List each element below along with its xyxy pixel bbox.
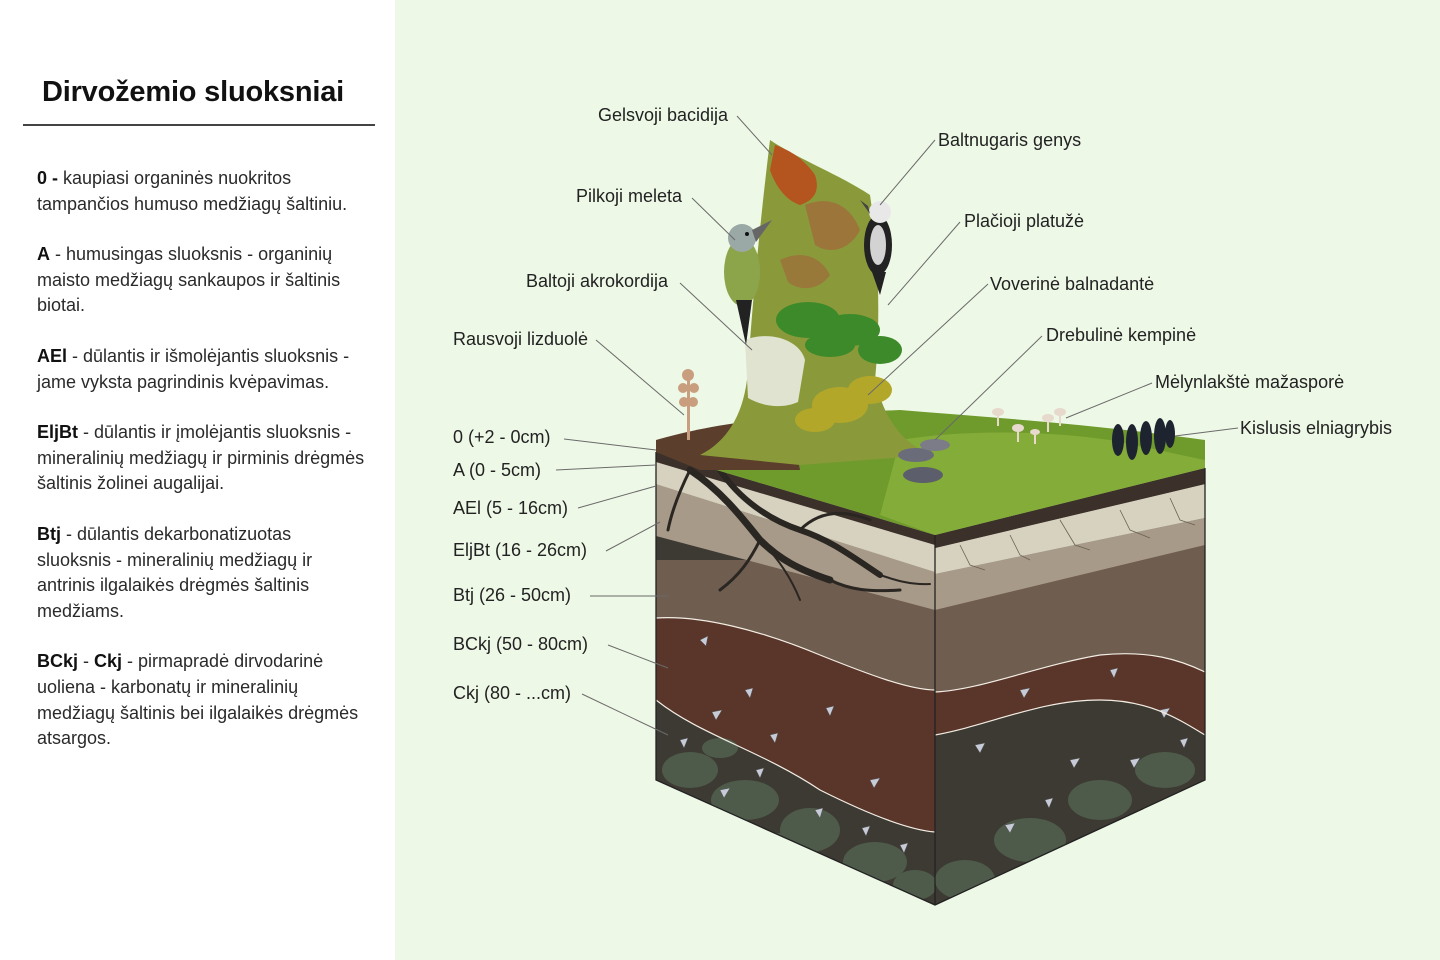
leader-baltnugaris-genys <box>879 139 936 206</box>
leader-layer-ael <box>577 485 657 509</box>
text-panel: Dirvožemio sluoksniai 0 - kaupiasi organ… <box>0 0 395 960</box>
leader-kislusis-elniagrybis <box>1174 427 1239 437</box>
leader-layer-o <box>563 438 657 451</box>
layer-description-btj: Btj - dūlantis dekarbonatizuotas sluoksn… <box>37 522 367 624</box>
label-voverine-balnadante: Voverinė balnadantė <box>990 274 1154 294</box>
layer-description-o: 0 - kaupiasi organinės nuokritos tampanč… <box>37 166 367 217</box>
layer-description-eljbt: EljBt - dūlantis ir įmolėjantis sluoksni… <box>37 420 367 497</box>
leader-voverine-balnadante <box>867 283 989 396</box>
leader-layer-a <box>555 464 657 471</box>
label-melynlakste-mazaspore: Mėlynlakštė mažasporė <box>1155 372 1344 392</box>
soil-cube-right-face <box>935 468 1205 905</box>
label-rausvoji-lizduole: Rausvoji lizduolė <box>453 329 588 349</box>
white-lichen <box>745 336 805 407</box>
pebbles-left <box>679 635 909 854</box>
leader-pilkoji-meleta <box>691 197 736 241</box>
horizon-boundaries-right <box>935 653 1205 736</box>
label-layer-ael: AEl (5 - 16cm) <box>453 498 568 518</box>
label-drebuline-kempine: Drebulinė kempinė <box>1046 325 1196 345</box>
btj-layer-right-lower <box>935 545 1205 692</box>
fine-roots-right <box>959 497 1196 571</box>
leader-lines <box>555 115 1239 736</box>
layer-description-text: - pirmapradė dirvodarinė uoliena - karbo… <box>37 651 359 749</box>
layer-code: EljBt <box>37 422 79 443</box>
leader-layer-ckj <box>581 693 669 736</box>
species-labels: Gelsvoji bacidija Baltnugaris genys Pilk… <box>453 105 1392 438</box>
leader-drebuline-kempine <box>934 335 1043 441</box>
title-divider <box>23 124 375 126</box>
label-gelsvoji-bacidija: Gelsvoji bacidija <box>598 105 729 125</box>
layer-description-a: A - humusingas sluoksnis - organinių mai… <box>37 242 367 319</box>
layer-description-bckj-ckj: BCkj - Ckj - pirmapradė dirvodarinė uoli… <box>37 649 367 751</box>
layer-labels: 0 (+2 - 0cm) A (0 - 5cm) AEl (5 - 16cm) … <box>453 427 588 703</box>
label-pilkoji-meleta: Pilkoji meleta <box>576 186 683 206</box>
bracket-fungus <box>898 439 950 483</box>
label-layer-eljbt: EljBt (16 - 26cm) <box>453 540 587 560</box>
bark-patch <box>805 201 860 250</box>
leader-rausvoji-lizduole <box>595 339 685 416</box>
layer-code: Btj <box>37 523 61 544</box>
moss-tufts <box>795 376 892 432</box>
layer-description-text: - dūlantis dekarbonatizuotas sluoksnis -… <box>37 523 313 621</box>
cube-outline <box>655 452 1206 906</box>
layer-code: A <box>37 244 50 265</box>
label-layer-ckj: Ckj (80 - ...cm) <box>453 683 571 703</box>
page-title: Dirvožemio sluoksniai <box>42 76 344 108</box>
layer-description-text: kaupiasi organinės nuokritos tampančios … <box>37 168 348 214</box>
tree-roots <box>666 466 931 601</box>
layer-description-text: - dūlantis ir įmolėjantis sluoksnis - mi… <box>37 422 365 494</box>
layer-code: BCkj <box>37 651 79 672</box>
humus-layer-right <box>935 468 1205 548</box>
horizon-boundaries-left <box>656 617 935 833</box>
label-layer-a: A (0 - 5cm) <box>453 460 541 480</box>
leader-melynlakste-mazaspore <box>1065 382 1153 419</box>
leader-layer-eljbt <box>605 521 661 552</box>
layer-description-list: 0 - kaupiasi organinės nuokritos tampanč… <box>37 166 367 777</box>
label-baltoji-akrokordija: Baltoji akrokordija <box>526 271 669 291</box>
layer-code: AEl <box>37 345 68 366</box>
label-layer-bckj: BCkj (50 - 80cm) <box>453 634 588 654</box>
ael-layer-right <box>935 484 1205 574</box>
leafy-lichen <box>776 302 902 364</box>
earth-tongue-fungi <box>1112 418 1175 460</box>
label-baltnugaris-genys: Baltnugaris genys <box>938 130 1081 150</box>
layer-description-text: - dūlantis ir išmolėjantis sluoksnis - j… <box>37 345 350 392</box>
bark-patch <box>780 255 830 289</box>
label-layer-btj: Btj (26 - 50cm) <box>453 585 571 605</box>
green-woodpecker <box>724 220 772 345</box>
layer-code: 0 - <box>37 168 59 188</box>
label-layer-o: 0 (+2 - 0cm) <box>453 427 551 447</box>
moss-highlight <box>880 432 1205 535</box>
leader-placioji-platuze <box>887 221 961 306</box>
layer-description-text: - humusingas sluoksnis - organinių maist… <box>37 244 341 316</box>
white-backed-woodpecker <box>860 200 892 295</box>
leader-baltoji-akrokordija <box>679 282 753 351</box>
leader-gelsvoji-bacidija <box>736 115 773 156</box>
btj-layer-left <box>656 560 935 690</box>
leader-layer-bckj <box>607 644 669 669</box>
layer-description-ael: AEl - dūlantis ir išmolėjantis sluoksnis… <box>37 344 367 395</box>
eljbt-layer-right <box>935 518 1205 610</box>
layer-code-separator: - <box>78 651 95 672</box>
label-kislusis-elniagrybis: Kislusis elniagrybis <box>1240 418 1392 438</box>
stump-rot <box>770 145 817 205</box>
bird-nest-orchid <box>678 369 699 440</box>
layer-code: Ckj <box>94 651 123 672</box>
small-mushrooms <box>992 408 1066 444</box>
ael-layer-left <box>656 460 935 572</box>
label-placioji-platuze: Plačioji platužė <box>964 211 1084 231</box>
